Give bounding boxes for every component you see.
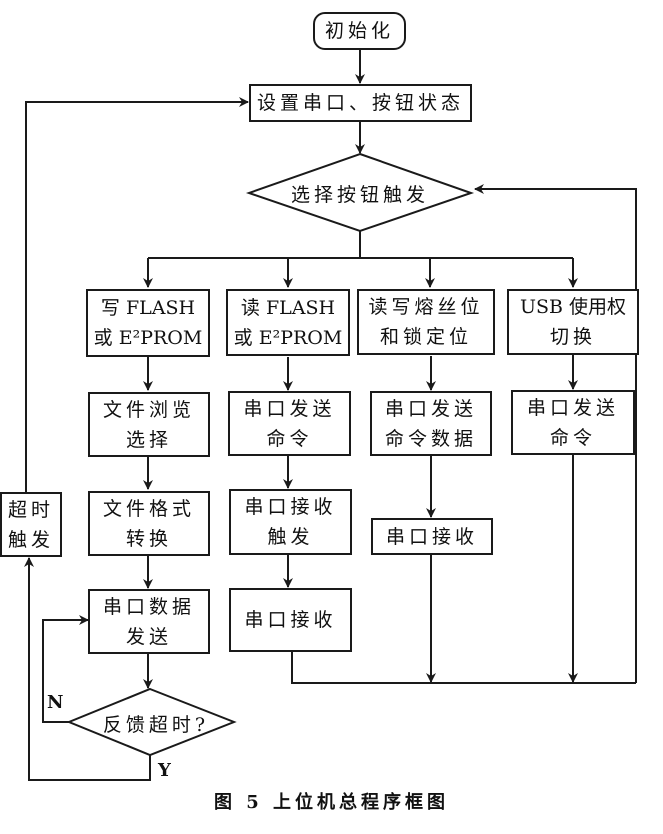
figure-caption: 图 5 上位机总程序框图 — [213, 792, 450, 813]
timeout-trigger-box: 超时 触发 — [0, 492, 62, 557]
step-text: 文件格式 — [102, 497, 195, 520]
step-text: 选择 — [125, 428, 172, 451]
step-serial-receive-fuse: 串口接收 — [371, 518, 493, 555]
branch-fuse-lock-bits: 读写熔丝位 和锁定位 — [357, 289, 495, 355]
step-text: 串口接收 — [244, 496, 337, 518]
decision-main-label: 选择按钮触发 — [290, 183, 429, 206]
arrow-yes-to-timeout — [24, 557, 151, 781]
step-serial-send-command-data: 串口发送 命令数据 — [370, 391, 492, 456]
step-serial-send-command-usb: 串口发送 命令 — [511, 390, 635, 455]
branch-3-line-1: 读写熔丝位 — [368, 296, 484, 318]
step-serial-receive: 串口接收 — [229, 588, 352, 652]
label-yes: Y — [158, 760, 171, 781]
branch-4-line-1: USB 使用权 — [519, 296, 627, 318]
step-text: 命令 — [549, 426, 596, 449]
branch-1-line-2: 或 E²PROM — [93, 327, 203, 349]
arrow-no-loop — [42, 615, 89, 723]
step-text: 串口发送 — [243, 397, 336, 420]
branch-1-line-1: 写 FLASH — [100, 297, 196, 319]
step-serial-send-command: 串口发送 命令 — [228, 391, 351, 456]
branch-3-line-2: 和锁定位 — [379, 326, 472, 348]
step-file-format-convert: 文件格式 转换 — [88, 491, 210, 556]
step-text: 发送 — [125, 625, 172, 648]
step-text: 串口接收 — [244, 609, 337, 631]
decision-timeout-label: 反馈超时? — [102, 713, 210, 736]
branch-write-flash: 写 FLASH 或 E²PROM — [86, 289, 210, 357]
line-b2-return — [291, 651, 636, 684]
branch-2-line-1: 读 FLASH — [240, 296, 336, 319]
step-text: 串口发送 — [526, 396, 619, 419]
branch-read-flash: 读 FLASH 或 E²PROM — [226, 289, 350, 356]
step-text: 文件浏览 — [102, 398, 195, 421]
step-file-browse: 文件浏览 选择 — [88, 392, 210, 457]
arrow-return-to-decision — [474, 184, 637, 683]
timeout-text: 超时 — [7, 498, 54, 521]
step-text: 命令 — [266, 427, 313, 450]
step-text: 串口发送 — [384, 397, 477, 420]
setup-label: 设置串口、按钮状态 — [256, 92, 464, 114]
start-label: 初始化 — [324, 20, 394, 42]
arrow-timeout-to-setup — [25, 97, 249, 493]
step-text: 触发 — [267, 526, 314, 548]
start-node: 初始化 — [313, 12, 406, 50]
step-text: 命令数据 — [384, 427, 477, 450]
step-serial-receive-trigger: 串口接收 触发 — [229, 489, 352, 555]
step-text: 串口接收 — [385, 525, 478, 548]
branch-usb-switch: USB 使用权 切换 — [507, 289, 639, 355]
step-serial-data-send: 串口数据 发送 — [88, 589, 210, 654]
setup-node: 设置串口、按钮状态 — [249, 84, 472, 122]
branch-2-line-2: 或 E²PROM — [233, 326, 343, 349]
step-text: 转换 — [125, 527, 172, 550]
step-text: 串口数据 — [102, 595, 195, 618]
label-no: N — [47, 692, 64, 713]
timeout-text: 触发 — [7, 528, 54, 551]
branch-4-line-2: 切换 — [549, 326, 596, 348]
